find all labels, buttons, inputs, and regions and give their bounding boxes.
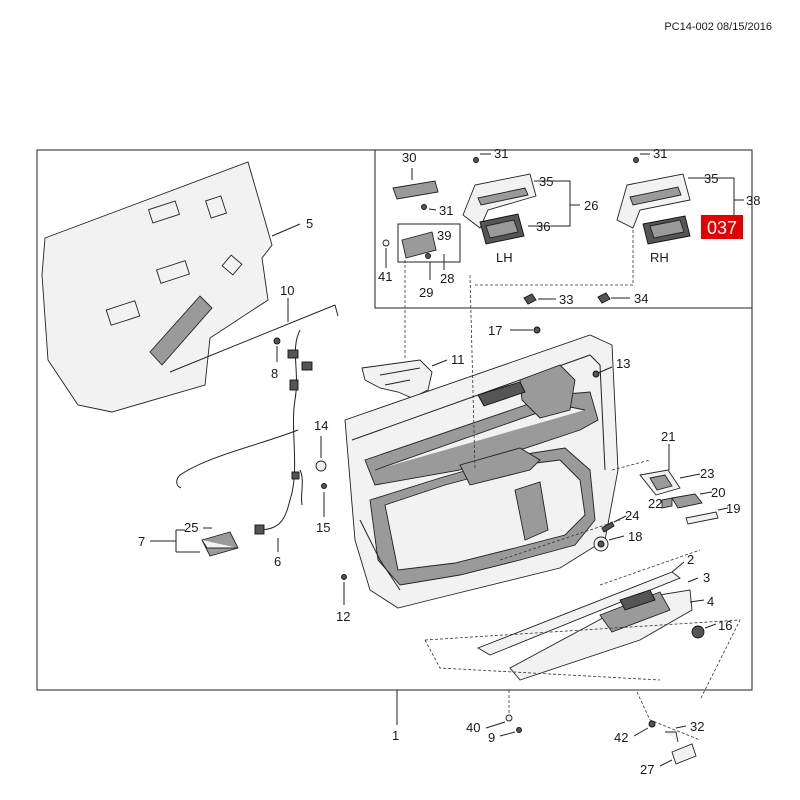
label-lh: LH	[496, 250, 513, 265]
door-wiring-harness	[169, 304, 339, 535]
pull-handle-bracket	[361, 359, 433, 399]
callout-14: 14	[314, 418, 328, 433]
bezel-30	[392, 180, 439, 200]
callout-2: 2	[687, 552, 694, 567]
door-insulator-pad	[41, 161, 273, 413]
clip-22	[661, 497, 673, 509]
callout-34: 34	[634, 291, 648, 306]
callout-29: 29	[419, 285, 433, 300]
rh-window-switch-assembly	[616, 173, 691, 245]
fastener-40	[505, 714, 513, 722]
door-trim-panel	[344, 334, 619, 609]
callout-7: 7	[138, 534, 145, 549]
grommet-16	[691, 625, 705, 639]
fastener-12	[341, 574, 347, 580]
callout-40: 40	[466, 720, 480, 735]
cap-27	[671, 743, 697, 765]
callout-25: 25	[184, 520, 198, 535]
callout-33: 33	[559, 292, 573, 307]
lh-window-switch-assembly	[462, 173, 537, 245]
switch-39	[401, 231, 437, 259]
label-rh: RH	[650, 250, 669, 265]
callout-12: 12	[336, 609, 350, 624]
callout-22: 22	[648, 496, 662, 511]
fastener-34	[597, 292, 611, 304]
callout-9: 9	[488, 730, 495, 745]
callout-6: 6	[274, 554, 281, 569]
callout-5: 5	[306, 216, 313, 231]
callout-18: 18	[628, 529, 642, 544]
fastener-33	[523, 293, 537, 305]
callout-17: 17	[488, 323, 502, 338]
callout-32: 32	[690, 719, 704, 734]
callout-15: 15	[316, 520, 330, 535]
callout-28: 28	[440, 271, 454, 286]
callout-31-rh-top: 31	[653, 146, 667, 161]
callout-3: 3	[703, 570, 710, 585]
callout-41: 41	[378, 269, 392, 284]
fastener-13	[592, 370, 600, 378]
highlight-label: 037	[707, 218, 737, 238]
callout-31-lh-top: 31	[494, 146, 508, 161]
fastener-14	[315, 460, 327, 472]
switch-subassembly-frame	[375, 149, 753, 308]
callout-36: 36	[536, 219, 550, 234]
callout-38: 38	[746, 193, 760, 208]
callout-24: 24	[625, 508, 639, 523]
callout-31-lh-side: 31	[439, 203, 453, 218]
callout-26: 26	[584, 198, 598, 213]
callout-39: 39	[437, 228, 451, 243]
courtesy-lamp	[201, 531, 239, 557]
callout-8: 8	[271, 366, 278, 381]
callout-20: 20	[711, 485, 725, 500]
document-code: PC14-002 08/15/2016	[664, 21, 772, 33]
fastener-15	[321, 483, 327, 489]
switch-bezel-21-23	[639, 444, 701, 496]
callout-30: 30	[402, 150, 416, 165]
callout-42: 42	[614, 730, 628, 745]
callout-35-rh: 35	[704, 171, 718, 186]
callout-19: 19	[726, 501, 740, 516]
armrest-3-4	[509, 589, 693, 681]
clip-24	[601, 521, 615, 533]
callout-27: 27	[640, 762, 654, 777]
fastener-8	[273, 337, 281, 345]
switch-20	[671, 493, 703, 509]
callout-21: 21	[661, 429, 675, 444]
fastener-9	[516, 727, 522, 733]
callout-35-lh: 35	[539, 174, 553, 189]
fastener-42	[648, 720, 656, 728]
callout-10: 10	[280, 283, 294, 298]
callout-4: 4	[707, 594, 714, 609]
callout-23: 23	[700, 466, 714, 481]
callout-1: 1	[392, 728, 399, 743]
trim-19	[685, 511, 719, 525]
callout-13: 13	[616, 356, 630, 371]
callout-11: 11	[451, 352, 465, 367]
armrest-cover-2	[476, 571, 681, 656]
fastener-17	[533, 326, 541, 334]
highlight-badge	[701, 215, 743, 239]
callout-16: 16	[718, 618, 732, 633]
